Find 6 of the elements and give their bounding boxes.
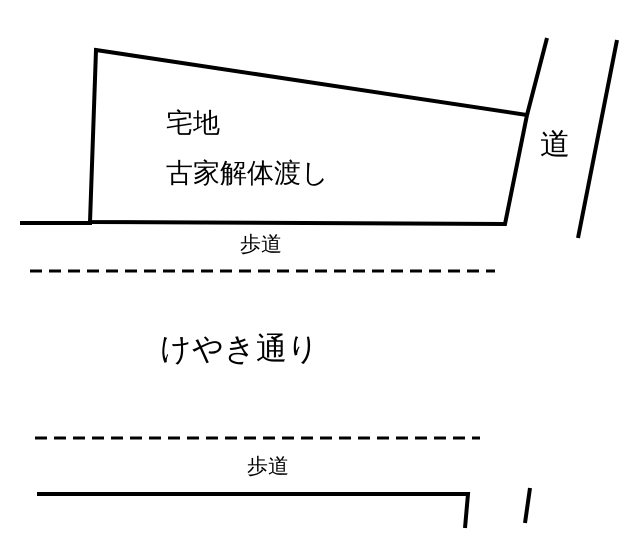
lot-label: 宅地: [166, 110, 220, 137]
road-name: 道: [540, 130, 570, 160]
lot-note: 古家解体渡し: [166, 160, 329, 187]
street-name: けやき通り: [160, 334, 319, 365]
sidewalk-label: 歩道: [240, 234, 282, 255]
sidewalk-label: 歩道: [247, 456, 289, 477]
